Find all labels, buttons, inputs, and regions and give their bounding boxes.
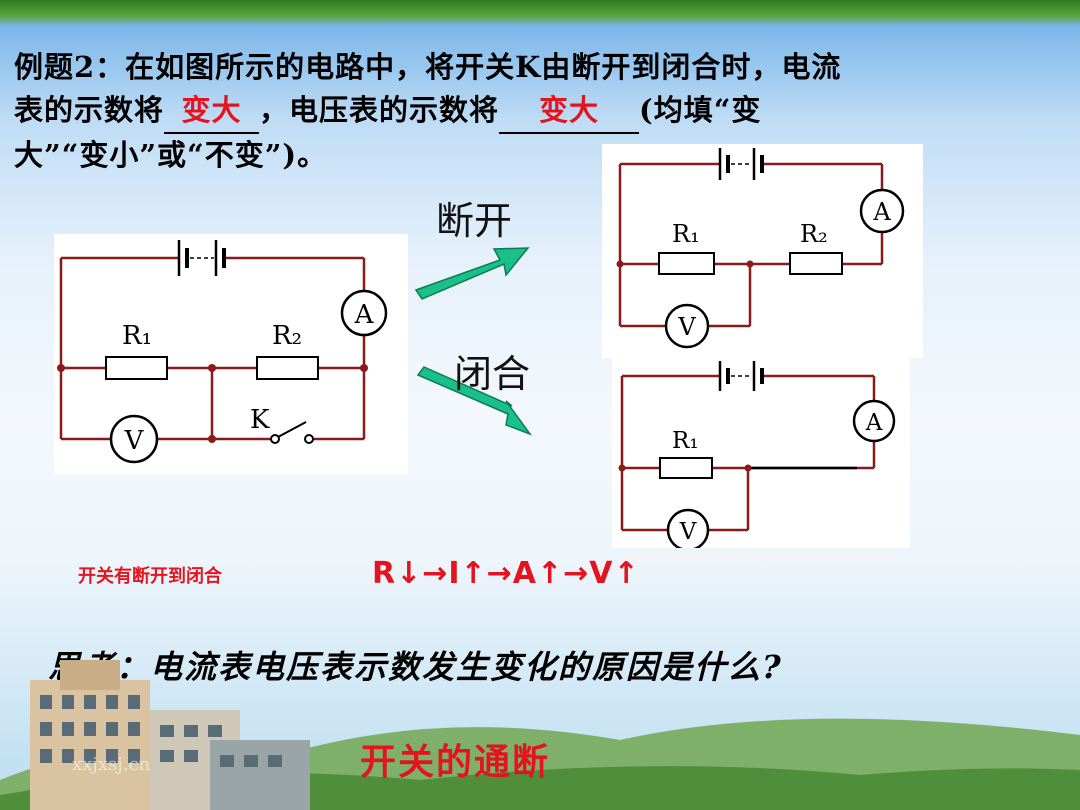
voltmeter-icon [664, 303, 710, 349]
battery-icon [177, 240, 226, 276]
closed-circuit-diagram: R₁ A V [618, 361, 896, 552]
switch-icon [270, 421, 314, 444]
problem-line-2-pre: 表的示数将 [14, 93, 165, 127]
watermark-text: xxjxsj.cn [72, 754, 151, 775]
main-circuit-panel: R₁ R₂ A V K [54, 234, 408, 474]
arrow-up-icon [414, 247, 530, 300]
answer-blank-1: 变大 [164, 89, 260, 134]
resistor-r1 [658, 252, 715, 275]
r1-label: R₁ [672, 428, 699, 454]
ammeter-label: A [354, 300, 375, 330]
problem-line-2-post: (均填“变 [639, 93, 762, 127]
open-circuit-panel: R₁ R₂ A V [602, 144, 923, 358]
ammeter-label: A [872, 198, 891, 226]
building-icon [30, 660, 310, 810]
resistor-r2 [789, 252, 843, 275]
label-closed: 闭合 [454, 352, 531, 396]
note-text: 开关有断开到闭合 [78, 566, 222, 587]
grass-strip [0, 0, 1080, 26]
r2-label: R₂ [800, 220, 828, 248]
transition-arrows [414, 247, 533, 436]
resistor-r1 [105, 356, 168, 380]
question-text: 思考：电流表电压表示数发生变化的原因是什么? [48, 648, 783, 686]
voltmeter-label: V [124, 426, 145, 456]
scenery-illustration: xxjxsj.cn [0, 660, 1080, 810]
arrow-down-icon [416, 366, 533, 436]
problem-line-3: 大”“变小”或“不变”)。 [14, 138, 328, 172]
battery-icon [718, 361, 764, 391]
resistor-r1 [659, 457, 713, 479]
switch-label: K [250, 405, 270, 435]
r2-label: R₂ [272, 321, 302, 351]
problem-line-2: 表的示数将变大，电压表的示数将变大(均填“变 [14, 89, 841, 134]
problem-line-1: 例题2：在如图所示的电路中，将开关K由断开到闭合时，电流 [14, 50, 842, 84]
formula-text: R↓→I↑→A↑→V↑ [372, 556, 640, 591]
ammeter-icon [340, 289, 388, 337]
closed-circuit-panel: R₁ A V [612, 358, 910, 552]
resistor-r2 [256, 356, 319, 380]
voltmeter-label: V [677, 313, 696, 341]
problem-line-2-mid: ，电压表的示数将 [259, 93, 500, 127]
r1-label: R₁ [672, 220, 700, 248]
voltmeter-label: V [679, 519, 697, 545]
label-open: 断开 [436, 199, 513, 243]
ammeter-icon [852, 399, 896, 443]
r1-label: R₁ [122, 321, 152, 351]
ammeter-icon [859, 188, 905, 234]
voltmeter-icon [109, 414, 159, 464]
ammeter-label: A [865, 410, 883, 436]
battery-icon [718, 148, 764, 180]
problem-text: 例题2：在如图所示的电路中，将开关K由断开到闭合时，电流 表的示数将变大，电压表… [14, 46, 841, 177]
answer-blank-2: 变大 [499, 89, 640, 134]
open-circuit-diagram: R₁ R₂ A V [616, 148, 905, 349]
answer-text: 开关的通断 [360, 741, 551, 783]
main-circuit-diagram: R₁ R₂ A V K [57, 240, 388, 464]
